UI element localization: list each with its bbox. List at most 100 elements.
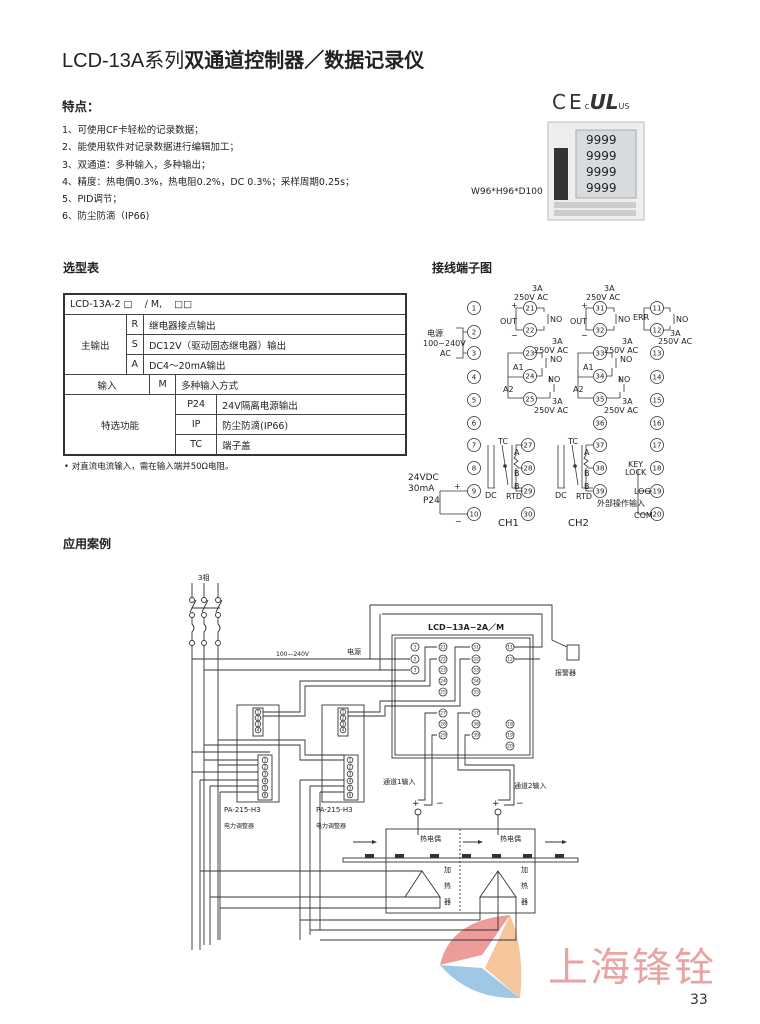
feature-item: 4、精度：热电偶0.3%，热电阻0.2%，DC 0.3%；采样周期0.25s； <box>62 176 355 188</box>
terminal-number: 10 <box>470 510 479 518</box>
wiring-heading: 接线端子图 <box>432 261 493 275</box>
terminal-circle-icon <box>410 665 420 675</box>
terminal-circle-icon <box>650 438 664 452</box>
channel1-input-label: 通道1输入 <box>383 777 415 786</box>
terminal-number: 14 <box>653 373 662 381</box>
no-label: NO <box>618 375 630 384</box>
terminal-number: 1 <box>257 709 260 714</box>
terminal-circle-icon <box>467 301 481 315</box>
out-label: OUT <box>570 317 587 326</box>
minus-label: − <box>511 331 518 340</box>
terminal-circle-icon <box>254 726 262 734</box>
feature-item: 1、可使用CF卡轻松的记录数据； <box>62 125 204 136</box>
no-label: NO <box>548 375 560 384</box>
terminal-number: 3 <box>342 721 345 726</box>
terminal-number: 23 <box>526 349 535 357</box>
thermocouple-label: 热电偶 <box>420 834 441 843</box>
terminal-circle-icon <box>521 507 535 521</box>
option-desc: 防尘防滴(IP66) <box>216 414 407 435</box>
terminal-number: 22 <box>526 326 535 334</box>
heater-label: 热 <box>521 881 528 890</box>
terminal-number: 4 <box>472 373 477 381</box>
a-label: A <box>514 448 520 457</box>
channel2-input-label: 通道2输入 <box>514 781 546 790</box>
terminal-circle-icon <box>339 708 347 716</box>
title-main: 双通道控制器／数据记录仪 <box>184 50 425 72</box>
terminal-number: 35 <box>596 395 605 403</box>
watermark-company: 上海锋铨 <box>548 945 716 991</box>
regulator-name-label: 电力调整器 <box>316 822 346 830</box>
terminal-circle-icon <box>438 730 448 740</box>
terminal-number: 20 <box>653 510 662 518</box>
heater-label: 加 <box>444 865 451 874</box>
terminal-circle-icon <box>254 708 262 716</box>
terminal-number: 33 <box>596 349 605 357</box>
terminal-number: 3 <box>264 771 267 776</box>
terminal-circle-icon <box>593 346 607 360</box>
terminal-number: 20 <box>507 744 513 750</box>
terminal-number: 34 <box>596 372 605 380</box>
terminal-number: 19 <box>507 733 513 739</box>
p24-label: P24 <box>423 496 440 506</box>
terminal-circle-icon <box>471 708 481 718</box>
terminal-circle-icon <box>505 730 515 740</box>
rtd-label: RTD <box>576 492 592 501</box>
display-digits: 9999 <box>586 133 617 147</box>
product-image: 9999 9999 9999 9999 <box>540 112 650 227</box>
terminal-number: 39 <box>473 733 479 739</box>
terminal-circle-icon <box>471 687 481 697</box>
power-range-label: 100~240V <box>423 339 466 348</box>
voltage-label: 250V AC <box>604 406 639 415</box>
ul-us-mark: US <box>618 102 630 111</box>
minus-label: − <box>516 799 524 809</box>
terminal-number: 3 <box>349 771 352 776</box>
dc-label: DC <box>555 491 567 500</box>
terminal-number: 1 <box>264 757 267 762</box>
terminal-number: 2 <box>414 657 417 663</box>
terminal-circle-icon <box>438 642 448 652</box>
heater-label: 器 <box>521 898 528 906</box>
no-label: NO <box>676 315 688 324</box>
terminal-circle-icon <box>523 369 537 383</box>
terminal-number: 15 <box>653 396 662 404</box>
terminal-circle-icon <box>467 393 481 407</box>
voltage-label: 250V AC <box>514 293 549 302</box>
terminal-circle-icon <box>505 654 515 664</box>
terminal-circle-icon <box>650 416 664 430</box>
terminal-number: 18 <box>653 464 662 472</box>
terminal-number: 28 <box>524 464 533 472</box>
terminal-circle-icon <box>346 791 354 799</box>
terminal-number: 37 <box>596 441 605 449</box>
title-prefix: LCD-13A系列 <box>62 50 185 72</box>
terminal-number: 39 <box>596 487 605 495</box>
rating-label: 3A <box>622 397 633 406</box>
terminal-number: 5 <box>264 785 267 790</box>
terminal-number: 12 <box>653 326 662 334</box>
terminal-number: 36 <box>596 419 605 427</box>
plus-label: + <box>581 301 588 310</box>
terminal-number: 25 <box>440 690 446 696</box>
terminal-number: 28 <box>440 722 446 728</box>
terminal-circle-icon <box>505 642 515 652</box>
terminal-circle-icon <box>410 642 420 652</box>
a2-label: A2 <box>503 385 514 394</box>
terminal-number: 32 <box>596 326 605 334</box>
terminal-circle-icon <box>471 654 481 664</box>
plus-label: + <box>511 301 518 310</box>
terminal-number: 3 <box>257 721 260 726</box>
terminal-number: 38 <box>596 464 605 472</box>
feature-item: 3、双通道：多种输入，多种输出； <box>62 159 211 171</box>
terminal-number: 22 <box>440 657 446 663</box>
terminal-group: 1234567891021222324253132333435361112131… <box>467 301 664 521</box>
terminal-number: 35 <box>473 690 479 696</box>
voltage-label: 100—240V <box>276 651 310 658</box>
display-digits: 9999 <box>586 149 617 163</box>
voltage-label: 250V AC <box>534 346 569 355</box>
lock-label: LOCK <box>625 468 647 477</box>
terminal-number: 25 <box>526 395 535 403</box>
terminal-number: 5 <box>349 785 352 790</box>
plus-label: + <box>454 482 461 491</box>
terminal-circle-icon <box>650 346 664 360</box>
ul-mark-icon: UL <box>589 90 619 114</box>
log-label: LOG <box>634 487 651 496</box>
